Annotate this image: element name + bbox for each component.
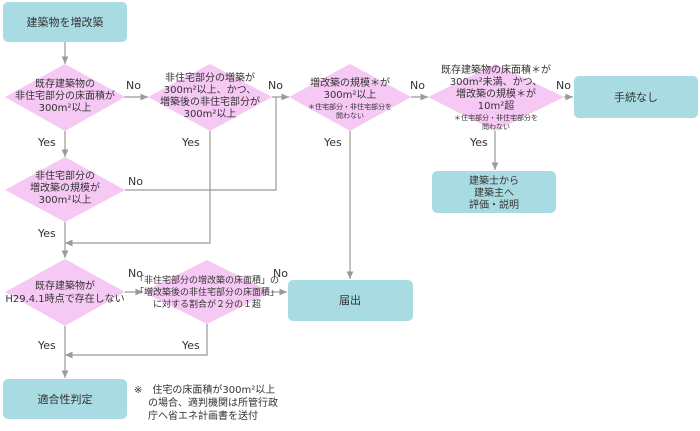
q3-line-1: 増改築の規模＊が: [310, 76, 390, 89]
conformity-box: 適合性判定: [3, 379, 127, 419]
conformity-label: 適合性判定: [38, 392, 93, 406]
explain-line-1: 建築士から: [469, 174, 519, 187]
q2-line-4: 300m²以上: [184, 108, 237, 120]
q7-line-1: 「非住宅部分の増改築の床面積」の: [135, 274, 279, 286]
connectors: [61, 42, 573, 378]
decision-q6: 既存建築物が H29.4.1時点で存在しない: [5, 259, 125, 326]
no-procedure-box: 手続なし: [574, 76, 698, 118]
decision-q4: 既存建築物の床面積＊が 300m²未満、かつ、 増改築の規模＊が 10m²超 ＊…: [428, 63, 564, 131]
q2-line-1: 非住宅部分の増築が: [165, 71, 255, 84]
notify-box: 届出: [288, 280, 413, 321]
q4-line-3: 増改築の規模＊が: [456, 87, 536, 100]
q4-note-1: ＊住宅部分・非住宅部分を: [454, 113, 538, 122]
label-q5-yes: Yes: [37, 227, 56, 240]
footnote-line-1: ※ 住宅の床面積が300m²以上: [134, 383, 275, 396]
q6-line-1: 既存建築物が: [35, 279, 95, 292]
footnote: ※ 住宅の床面積が300m²以上 の場合、適判機関は所管行政 庁へ省エネ計画書を…: [134, 383, 278, 422]
start-box-label: 建築物を増改築: [27, 15, 104, 29]
label-q6-no: No: [128, 267, 143, 280]
label-q7-yes: Yes: [181, 339, 200, 352]
decision-q2: 非住宅部分の増築が 300m²以上、かつ、 増築後の非住宅部分が 300m²以上: [148, 64, 272, 131]
label-q6-yes: Yes: [37, 339, 56, 352]
edge-q2-yes: [65, 131, 211, 247]
q6-line-2: H29.4.1時点で存在しない: [5, 292, 124, 305]
q1-line-2: 非住宅部分の床面積が: [15, 89, 115, 102]
explain-line-2: 建築主へ: [474, 186, 514, 199]
q1-line-1: 既存建築物の: [35, 77, 95, 90]
q4-line-2: 300m²未満、かつ、: [450, 76, 542, 88]
footnote-line-3: 庁へ省エネ計画書を送付: [148, 409, 258, 422]
label-q1-no: No: [126, 79, 141, 92]
q1-line-3: 300m²以上: [39, 102, 92, 114]
label-q3-yes: Yes: [323, 136, 342, 149]
q4-line-1: 既存建築物の床面積＊が: [441, 63, 551, 76]
start-box: 建築物を増改築: [3, 2, 127, 42]
decision-q3: 増改築の規模＊が 300m²以上 ＊住宅部分・非住宅部分を 問わない: [289, 64, 411, 131]
q3-note-2: 問わない: [336, 112, 364, 120]
notify-label: 届出: [339, 293, 361, 307]
label-q2-yes: Yes: [181, 136, 200, 149]
label-q4-yes: Yes: [469, 136, 488, 149]
decision-q7: 「非住宅部分の増改築の床面積」の 「増改築後の非住宅部分の床面積」 に対する割合…: [135, 260, 279, 324]
label-q7-no: No: [273, 267, 288, 280]
label-q4-no: No: [556, 79, 571, 92]
q5-line-3: 300m²以上: [39, 194, 92, 206]
label-q5-no: No: [128, 175, 143, 188]
label-q2-no: No: [268, 79, 283, 92]
edge-q7-yes: [65, 324, 208, 359]
q2-line-3: 増築後の非住宅部分が: [160, 95, 260, 108]
decision-q5: 非住宅部分の 増改築の規模が 300m²以上: [5, 157, 125, 222]
q2-line-2: 300m²以上、かつ、: [164, 84, 256, 96]
explain-line-3: 評価・説明: [469, 198, 519, 211]
q7-line-3: に対する割合が２分の１超: [153, 298, 261, 310]
footnote-line-2: の場合、適判機関は所管行政: [148, 396, 278, 409]
q3-line-2: 300m²以上: [324, 89, 377, 101]
explain-box: 建築士から 建築主へ 評価・説明: [432, 171, 556, 213]
edge-labels: No No No No Yes Yes Yes Yes No Yes No No…: [37, 79, 571, 352]
label-q3-no: No: [410, 79, 425, 92]
q7-line-2: 「増改築後の非住宅部分の床面積」: [135, 286, 279, 298]
q4-note-2: 問わない: [482, 123, 510, 131]
q5-line-1: 非住宅部分の: [35, 169, 95, 182]
q5-line-2: 増改築の規模が: [30, 181, 100, 194]
edge-q5-no: [125, 97, 277, 191]
decision-q1: 既存建築物の 非住宅部分の床面積が 300m²以上: [5, 64, 125, 131]
q3-note-1: ＊住宅部分・非住宅部分を: [308, 102, 392, 111]
q4-line-4: 10m²超: [478, 99, 514, 112]
label-q1-yes: Yes: [37, 136, 56, 149]
no-procedure-label: 手続なし: [614, 90, 658, 104]
